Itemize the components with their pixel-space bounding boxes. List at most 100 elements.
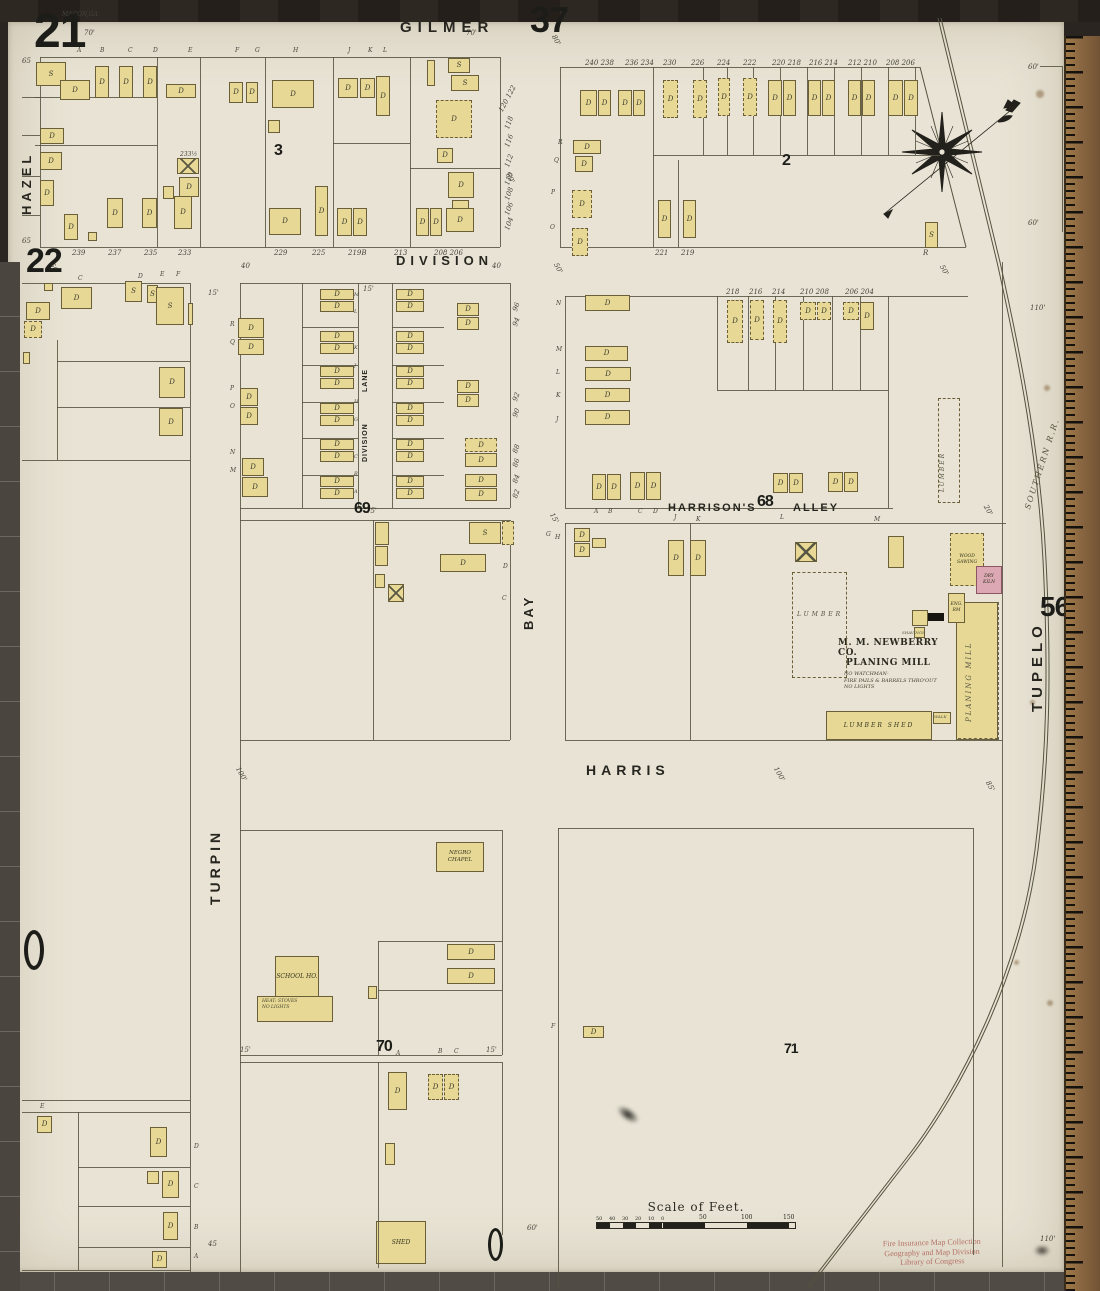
- map-annotation: R: [923, 249, 929, 257]
- map-line: [1040, 66, 1062, 67]
- store-building: S: [469, 522, 501, 544]
- dwelling-building: D: [416, 208, 429, 236]
- sheet-or-block-number: 22: [26, 242, 63, 280]
- building-label: D: [334, 344, 340, 352]
- building-label: D: [622, 98, 628, 107]
- dwelling-building: D: [320, 301, 354, 312]
- building-label: D: [248, 323, 254, 332]
- store-building: S: [156, 287, 184, 325]
- map-annotation: 213: [394, 249, 408, 257]
- dwelling-building: D: [320, 366, 354, 377]
- building-label: D: [468, 971, 474, 980]
- building-label: D: [579, 530, 585, 539]
- dwelling-building: D: [646, 472, 661, 500]
- map-annotation: 92: [511, 391, 522, 403]
- building-label: D: [178, 86, 184, 95]
- map-line: [502, 1062, 503, 1235]
- dwelling-building: D: [440, 554, 486, 572]
- map-annotation: J: [556, 416, 559, 423]
- building-label: S: [482, 528, 488, 537]
- building-label: D: [451, 114, 457, 123]
- map-line: [35, 145, 157, 146]
- dwelling-building: D: [658, 200, 671, 238]
- map-annotation: K: [696, 516, 701, 523]
- sheet-or-block-number: 3: [274, 142, 283, 159]
- building-label: D: [581, 159, 587, 168]
- map-annotation: H: [555, 534, 561, 541]
- dwelling-building: D: [448, 172, 474, 198]
- dry-kiln-label: DRY KILN: [982, 574, 996, 585]
- map-line: [302, 365, 358, 366]
- map-annotation: E: [188, 47, 193, 54]
- dwelling-building: D: [159, 408, 183, 436]
- outbuilding: [795, 542, 817, 562]
- dwelling-building: D: [162, 1171, 179, 1198]
- building-label: D: [364, 83, 371, 92]
- map-annotation: G: [255, 47, 260, 54]
- city-note: MACON,GA.: [62, 11, 100, 18]
- map-annotation: L: [383, 47, 387, 54]
- building-label: D: [41, 1120, 48, 1128]
- dwelling-building: D: [396, 476, 424, 487]
- dwelling-building: D: [773, 300, 787, 343]
- building-label: D: [72, 85, 78, 94]
- building-label: D: [167, 1221, 174, 1230]
- dwelling-building: D: [95, 66, 109, 98]
- dwelling-building: D: [690, 540, 706, 576]
- street-label-bay: BAY: [521, 594, 536, 630]
- building-label: D: [596, 482, 602, 491]
- map-line: [888, 390, 889, 508]
- map-line: [510, 283, 511, 508]
- outbuilding: [375, 574, 385, 588]
- cutting-mat-left: [0, 262, 20, 1291]
- dwelling-building: D: [750, 300, 764, 340]
- map-line: [240, 520, 510, 521]
- map-line: [302, 438, 358, 439]
- negro-chapel-label: NEGRO CHAPEL: [447, 850, 473, 863]
- building-label: D: [579, 199, 585, 208]
- building-label: D: [318, 206, 325, 215]
- map-line: [500, 57, 501, 247]
- map-line: [803, 296, 804, 390]
- street-label-southern-r-r-: SOUTHERN R.R.: [1023, 416, 1062, 511]
- building-label: D: [68, 222, 74, 231]
- building-label: D: [169, 378, 175, 386]
- dwelling-building: D: [320, 415, 354, 426]
- map-annotation: A: [354, 489, 358, 495]
- map-line: [392, 438, 444, 439]
- building-label: D: [697, 94, 703, 103]
- map-annotation: 65: [22, 237, 31, 245]
- map-annotation: 60': [1028, 63, 1039, 71]
- map-annotation: B: [194, 1224, 199, 1231]
- building-label: D: [334, 477, 340, 485]
- map-line: [717, 296, 718, 390]
- dwelling-building: D: [107, 198, 123, 228]
- scale-tick: 20: [635, 1216, 642, 1222]
- map-annotation: E: [160, 271, 165, 278]
- building-label: D: [35, 306, 41, 315]
- dwelling-building: D: [166, 84, 196, 98]
- dwelling-building: D: [388, 1072, 407, 1110]
- sheet-or-block-number: 71: [784, 1040, 799, 1056]
- sheet-or-block-number: 68: [757, 493, 774, 510]
- map-annotation: C: [128, 47, 133, 54]
- dwelling-building: D: [585, 410, 630, 425]
- building-label: D: [246, 392, 252, 401]
- map-annotation: 108: [503, 186, 516, 202]
- dwelling-building: D: [142, 198, 157, 228]
- map-annotation: 225: [312, 249, 326, 257]
- dwelling-building: D: [338, 78, 358, 98]
- building-label: D: [577, 237, 583, 246]
- dwelling-building: D: [396, 343, 424, 354]
- building-label: D: [334, 367, 340, 375]
- dwelling-building: D: [683, 200, 696, 238]
- dwelling-building: D: [573, 140, 601, 154]
- building-label: D: [112, 208, 118, 217]
- building-label: D: [457, 215, 463, 224]
- map-line: [22, 460, 190, 461]
- building-label: D: [407, 440, 413, 448]
- map-annotation: P: [551, 189, 556, 196]
- map-annotation: 224: [717, 59, 731, 67]
- map-annotation: 15': [363, 285, 374, 293]
